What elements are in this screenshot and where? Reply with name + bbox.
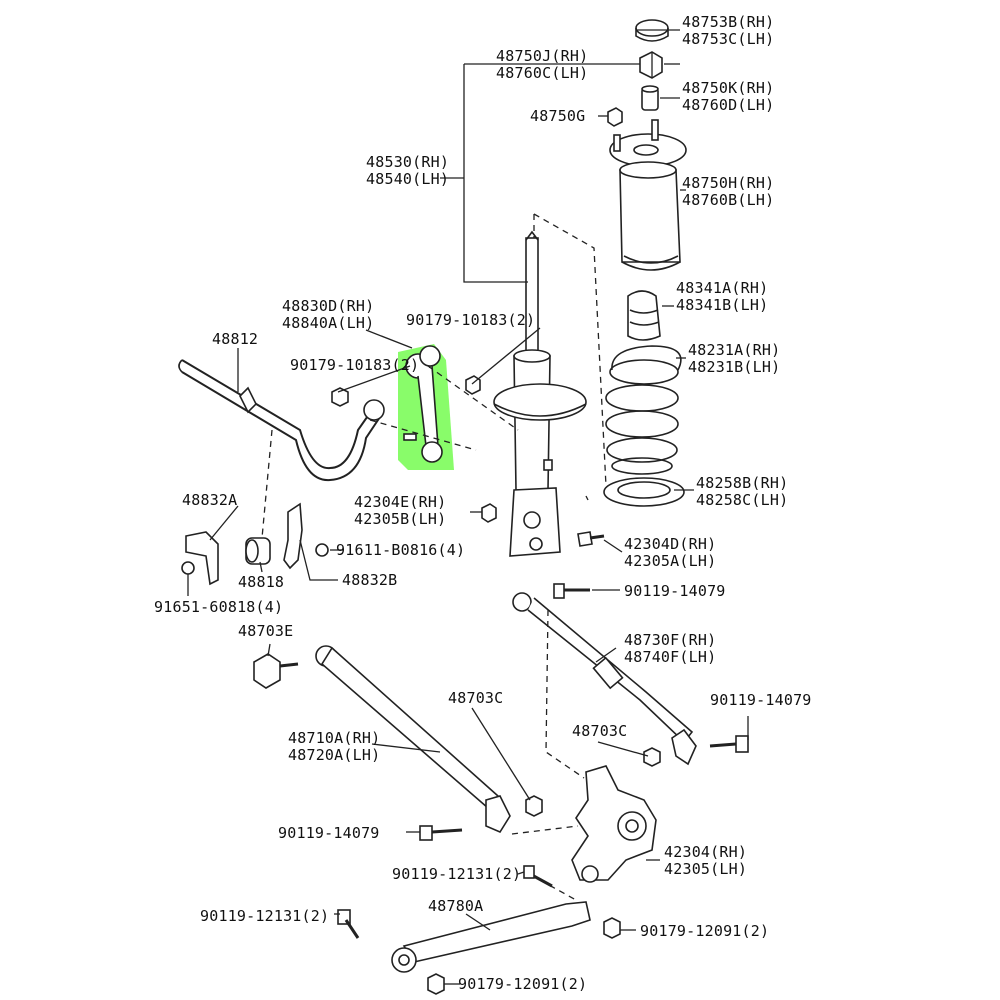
- arm-cam-48703e: [253, 653, 299, 689]
- label-90119-14079-c: 90119-14079: [278, 824, 380, 842]
- label-48703c-upper: 48703C: [448, 689, 504, 707]
- label-91651: 91651-60818(4): [154, 598, 284, 616]
- assembly-dash-lines: [261, 213, 607, 901]
- label-48730f: 48730F(RH): [624, 631, 717, 649]
- label-90179-10183-b: 90179-10183(2): [290, 356, 420, 374]
- label-48720a: 48720A(LH): [288, 746, 381, 764]
- label-48753b: 48753B(RH): [682, 13, 775, 31]
- leader-lines: [187, 29, 749, 985]
- label-48760d: 48760D(LH): [682, 96, 775, 114]
- label-90179-12091-a: 90179-12091(2): [640, 922, 770, 940]
- bolt-90119d: [523, 865, 553, 888]
- arm-bolt-right: [709, 735, 749, 753]
- stabilizer-bushing: [245, 537, 271, 565]
- label-90119-12131-a: 90119-12131(2): [392, 865, 522, 883]
- label-90119-12131-b: 90119-12131(2): [200, 907, 330, 925]
- label-42305b: 42305B(LH): [354, 510, 447, 528]
- strut-rod: [512, 592, 697, 766]
- stabilizer-bracket-b: [283, 502, 303, 570]
- mount-bushing: [641, 85, 659, 111]
- label-48832b: 48832B: [342, 571, 398, 589]
- label-48780a: 48780A: [428, 897, 484, 915]
- nut-48703c: [525, 795, 543, 817]
- mount-nut-small: [607, 107, 623, 127]
- nut-90179c: [603, 917, 621, 939]
- dust-boot: [619, 161, 681, 271]
- label-48740f: 48740F(LH): [624, 648, 717, 666]
- label-48231a: 48231A(RH): [688, 341, 781, 359]
- label-48818: 48818: [238, 573, 285, 591]
- label-48540: 48540(LH): [366, 170, 450, 188]
- label-48760c: 48760C(LH): [496, 64, 589, 82]
- arm-bolt-upper: [553, 583, 590, 599]
- label-42304d: 42304D(RH): [624, 535, 717, 553]
- label-90179-12091-b: 90179-12091(2): [458, 975, 588, 993]
- strut-nut: [639, 51, 663, 79]
- label-48750g: 48750G: [530, 107, 586, 125]
- nut-90179d: [427, 973, 445, 995]
- label-48710a: 48710A(RH): [288, 729, 381, 747]
- label-48341a: 48341A(RH): [676, 279, 769, 297]
- label-48258b: 48258B(RH): [696, 474, 789, 492]
- arm-nut-right: [643, 747, 661, 767]
- label-48830d: 48830D(RH): [282, 297, 375, 315]
- strut-nut-42304e: [481, 503, 497, 523]
- upper-support: [609, 119, 687, 167]
- strut-cap: [635, 19, 669, 42]
- lateral-link-48710a: [315, 645, 511, 834]
- label-90179-10183-a: 90179-10183(2): [406, 311, 536, 329]
- strut-bolt-42304d: [577, 531, 605, 547]
- link-nut-lower: [331, 387, 349, 407]
- spring-insulator: [603, 477, 685, 507]
- bolt-90119c: [419, 825, 463, 841]
- coil-spring: [605, 345, 682, 475]
- label-90119-14079-a: 90119-14079: [624, 582, 726, 600]
- rear-axle-carrier: [571, 765, 657, 883]
- label-48341b: 48341B(LH): [676, 296, 769, 314]
- label-48703e: 48703E: [238, 622, 294, 640]
- label-42305a: 42305A(LH): [624, 552, 717, 570]
- label-48753c: 48753C(LH): [682, 30, 775, 48]
- bolt-90119e: [337, 909, 360, 939]
- bracket-bolt-a: [181, 561, 195, 575]
- label-48750h: 48750H(RH): [682, 174, 775, 192]
- bracket-bolt-b: [315, 543, 329, 557]
- label-48840a: 48840A(LH): [282, 314, 375, 332]
- stabilizer-bar: [178, 359, 385, 482]
- lower-arm-48780a: [391, 901, 591, 973]
- label-91611: 91611-B0816(4): [336, 541, 466, 559]
- label-90119-14079-b: 90119-14079: [710, 691, 812, 709]
- label-48258c: 48258C(LH): [696, 491, 789, 509]
- label-48812: 48812: [212, 330, 259, 348]
- label-48750j: 48750J(RH): [496, 47, 589, 65]
- label-48231b: 48231B(LH): [688, 358, 781, 376]
- label-48750k: 48750K(RH): [682, 79, 775, 97]
- shock-absorber: [493, 230, 587, 557]
- stabilizer-link: [403, 345, 443, 463]
- label-48760b: 48760B(LH): [682, 191, 775, 209]
- label-48832a: 48832A: [182, 491, 238, 509]
- stabilizer-bracket-a: [185, 531, 219, 586]
- label-42305: 42305(LH): [664, 860, 748, 878]
- label-48703c-lower: 48703C: [572, 722, 628, 740]
- bump-stopper: [627, 290, 661, 341]
- label-42304e: 42304E(RH): [354, 493, 447, 511]
- label-42304: 42304(RH): [664, 843, 748, 861]
- label-48530: 48530(RH): [366, 153, 450, 171]
